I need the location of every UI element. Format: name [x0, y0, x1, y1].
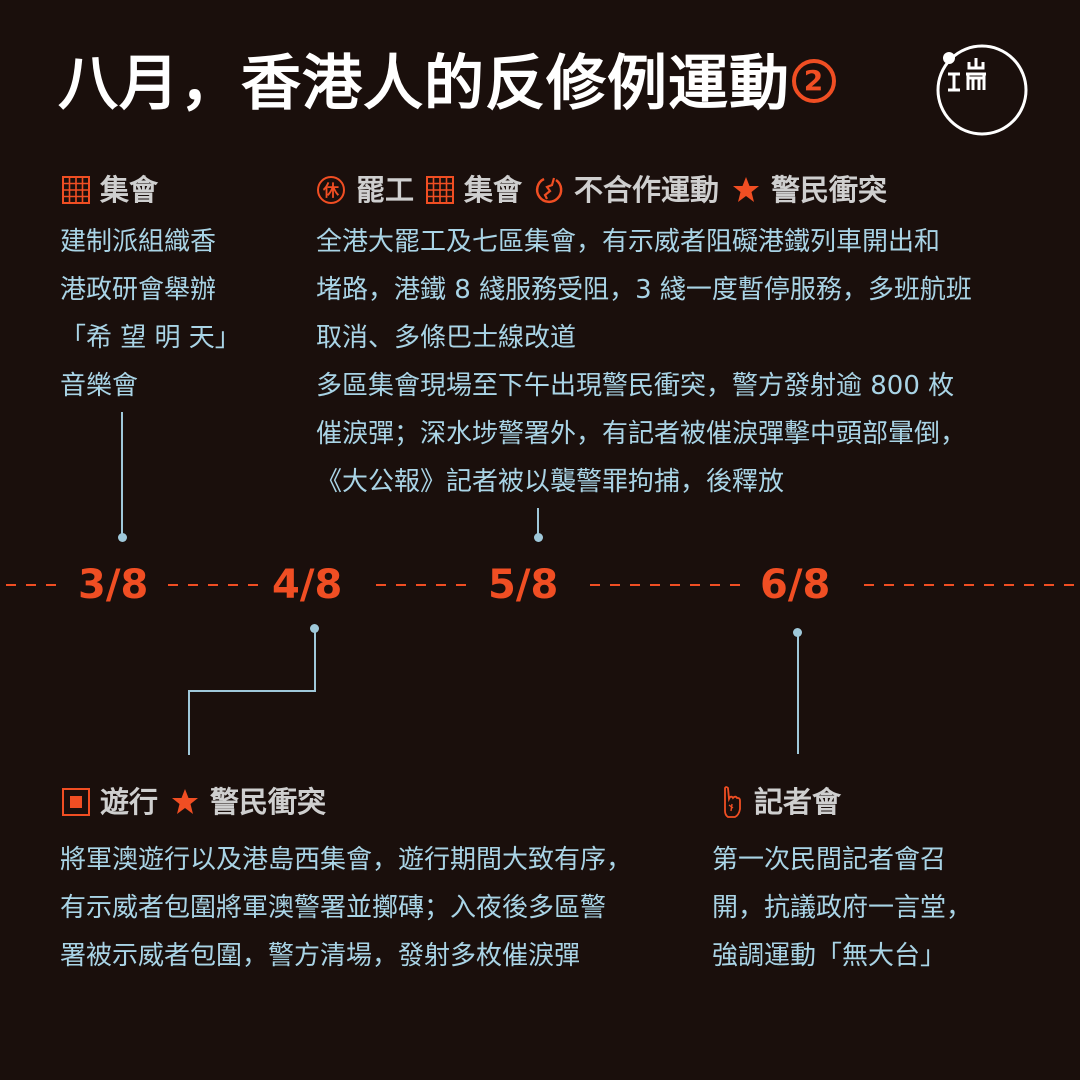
- timeline-dash: [6, 584, 66, 586]
- star-icon: [172, 789, 199, 814]
- tag-label: 集會: [100, 173, 159, 207]
- tag-label: 罷工: [356, 173, 415, 207]
- strike-rest-icon: 休: [317, 176, 345, 204]
- connector-4-8-horizontal: [188, 690, 316, 692]
- event-5-8-description: 全港大罷工及七區集會，有示威者阻礙港鐵列車開出和 堵路，港鐵 8 綫服務受阻，3…: [316, 227, 972, 497]
- timeline-dash: [168, 584, 260, 586]
- tag-label: 集會: [464, 173, 523, 207]
- connector-4-8-drop: [188, 690, 190, 755]
- tag-label: 不合作運動: [574, 173, 720, 207]
- timeline-dash: [864, 584, 1080, 586]
- connector-5-8: [537, 508, 539, 536]
- tag-label: 遊行: [100, 785, 159, 819]
- connector-dot-5-8: [534, 533, 543, 542]
- date-5-8: 5/8: [488, 562, 559, 608]
- title-text: 八月，香港人的反修例運動: [58, 49, 790, 119]
- march-square-icon: [62, 788, 90, 816]
- event-6-8-heading: 記者會: [720, 782, 853, 822]
- connector-3-8: [121, 412, 123, 536]
- tag-label: 記者會: [754, 785, 842, 819]
- event-4-8-heading: 遊行 警民衝突: [62, 782, 338, 822]
- connector-4-8: [314, 628, 316, 692]
- star-icon: [733, 177, 760, 202]
- event-3-8-description: 建制派組織香 港政研會舉辦 「希 望 明 天」 音樂會: [60, 227, 241, 401]
- date-4-8: 4/8: [272, 562, 343, 608]
- connector-dot-3-8: [118, 533, 127, 542]
- event-4-8-description: 將軍澳遊行以及港島西集會，遊行期間大致有序， 有示威者包圍將軍澳警署並擲磚；入夜…: [60, 845, 633, 971]
- date-6-8: 6/8: [760, 562, 831, 608]
- svg-text:休: 休: [322, 181, 340, 200]
- timeline-dash: [590, 584, 750, 586]
- non-cooperation-icon: [535, 177, 563, 204]
- tag-label: 警民衝突: [771, 173, 888, 207]
- connector-6-8: [797, 632, 799, 754]
- event-5-8-heading: 休 罷工 集會 不合作運動 警民衝突: [316, 170, 899, 210]
- date-3-8: 3/8: [78, 562, 149, 608]
- timeline-dash: [376, 584, 476, 586]
- event-6-8-description: 第一次民間記者會召 開，抗議政府一言堂， 強調運動「無大台」: [712, 845, 973, 971]
- event-3-8-heading: 集會: [62, 170, 170, 210]
- grid-assembly-icon: [62, 176, 90, 204]
- initium-logo-icon: [936, 44, 1028, 136]
- tag-label: 警民衝突: [210, 785, 327, 819]
- grid-assembly-icon: [426, 176, 455, 204]
- pointing-hand-icon: [724, 786, 741, 818]
- part-number-badge: 2: [792, 59, 836, 104]
